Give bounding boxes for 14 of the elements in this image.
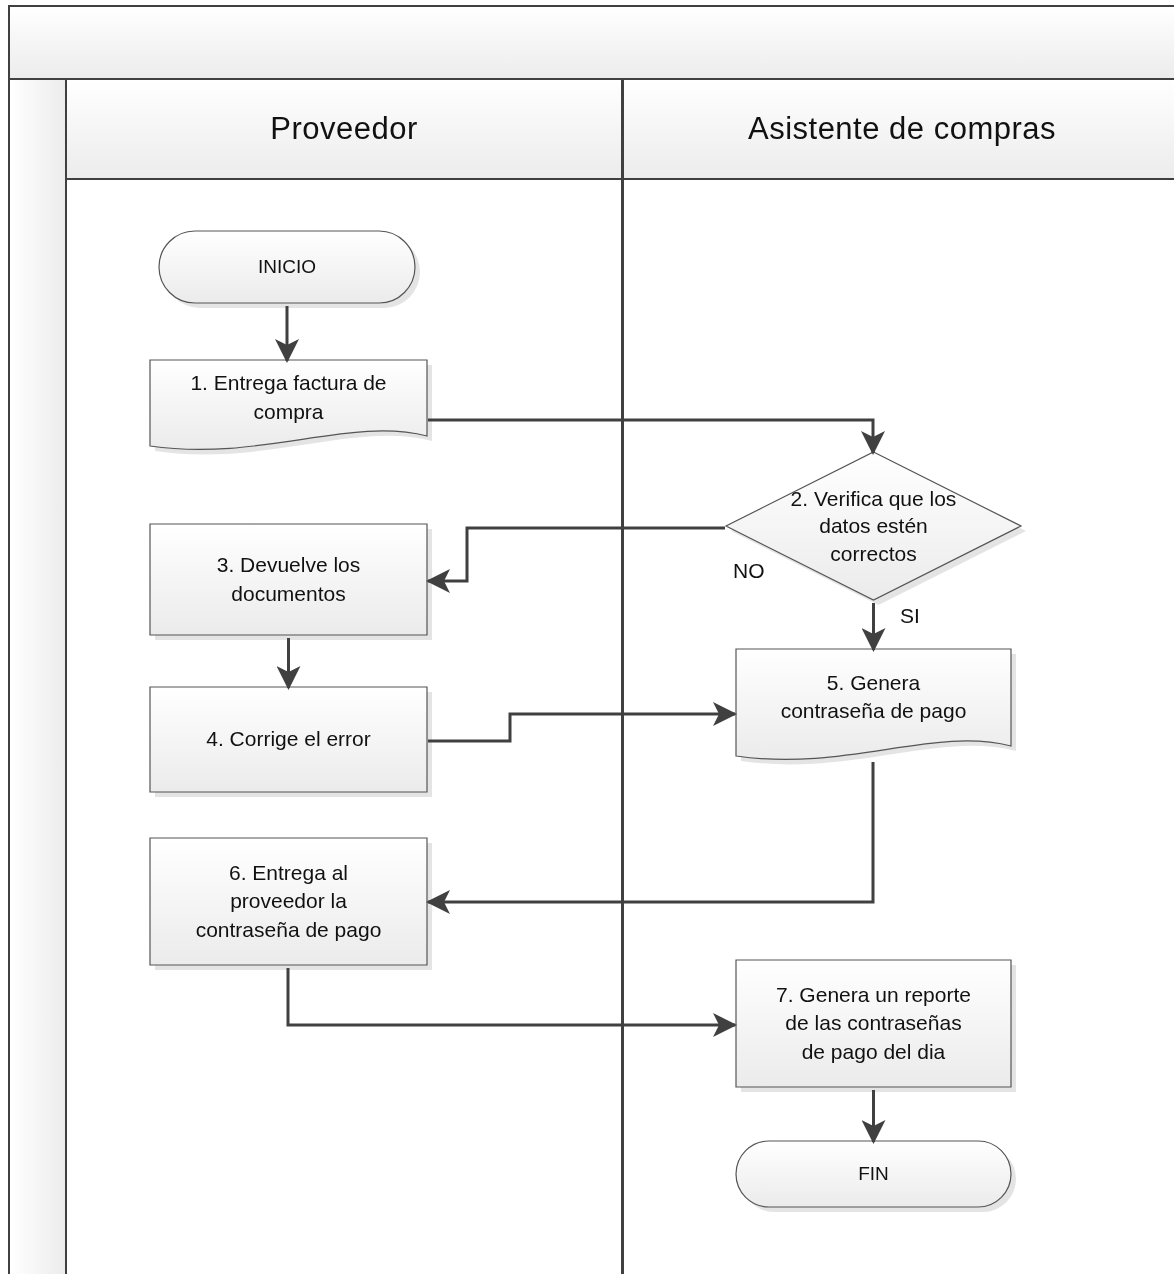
swimlane: [65, 80, 623, 1274]
arrow: [428, 418, 885, 455]
arrow: [861, 1090, 886, 1144]
arrow: [275, 306, 299, 363]
swimlane: [622, 80, 1174, 1274]
arrow: [426, 526, 725, 593]
pool-frame: [8, 5, 1174, 1274]
lane-title: Asistente de compras: [746, 110, 1058, 149]
arrow: [426, 762, 875, 914]
lane-title: Proveedor: [269, 110, 419, 149]
arrow: [428, 702, 737, 743]
arrow: [286, 968, 737, 1037]
arrow: [276, 638, 301, 690]
arrow: [861, 603, 886, 652]
